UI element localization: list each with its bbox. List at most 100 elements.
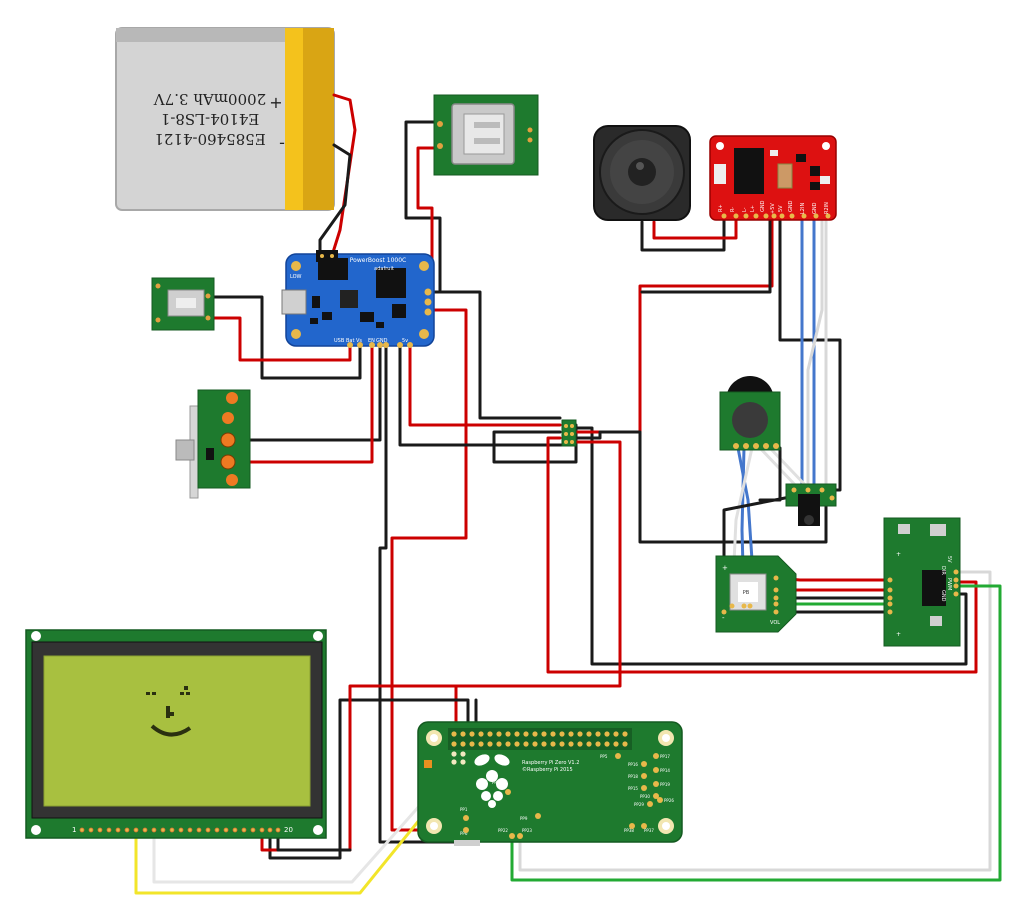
audio-breakout-label-minus: - [722, 614, 725, 622]
speaker-black-wire[interactable] [640, 216, 726, 252]
microusb-red-wire[interactable] [210, 316, 352, 362]
powerboost-bottom-pins [347, 342, 413, 348]
usba-black-wire[interactable] [404, 120, 442, 292]
lipo-battery[interactable]: E585460-4121 E4104-LS8-1 2000mAh 3.7V + … [115, 27, 335, 211]
powerboost-brand: adafruit [374, 266, 394, 272]
hbridge-pin-dir: DIR [940, 566, 946, 575]
pi-tp-pp16: PP16 [628, 762, 638, 767]
h-bridge-board[interactable]: 5V DIR PWM GND + + [883, 517, 961, 647]
junction-black-wire-2[interactable] [574, 426, 968, 666]
battery-minus-label: - [279, 133, 285, 152]
battery-connector [316, 250, 338, 262]
battery-black-wire[interactable] [318, 143, 352, 264]
pi-tp-pp40: PP40 [492, 780, 502, 785]
pot-white-wire-3[interactable] [768, 446, 810, 490]
lcd-yellow-wire[interactable] [134, 758, 470, 895]
amp-blue-wire-1[interactable] [792, 216, 804, 490]
switch-red-wire[interactable] [226, 343, 374, 464]
junction-black-wire-3[interactable] [574, 430, 828, 544]
battery-plus-label: + [269, 93, 282, 112]
powerboost-label-5v: 5v [402, 338, 408, 344]
pi-copyright: ©Raspberry Pi 2015 [522, 766, 573, 773]
hbridge-green-wire[interactable] [510, 584, 1002, 882]
amp-pin-gnd1: GND [760, 200, 766, 212]
lcd-display[interactable]: 1 20 [25, 629, 327, 839]
amp-white-wire-1[interactable] [806, 216, 824, 490]
amp-pin-r-minus: R- [730, 207, 736, 212]
pi-tp-pp1: PP1 [460, 807, 468, 812]
pb-out-black-wire[interactable] [426, 290, 562, 420]
hbridge-white-wire[interactable] [518, 570, 992, 872]
lcd-pin-end-label: 20 [284, 826, 293, 834]
junction-red-wire-3[interactable] [454, 440, 622, 732]
amp-pin-gnd3: GND [812, 202, 818, 214]
pi-title: Raspberry Pi Zero V1.2 [522, 760, 579, 766]
junction-header[interactable] [561, 419, 577, 447]
powerboost-right-pins [424, 288, 432, 316]
hbridge-pin-pwm: PWM [946, 578, 952, 590]
powerboost-label-en: EN [368, 338, 375, 344]
potentiometer[interactable] [719, 376, 781, 451]
junction-black-wire-1[interactable] [492, 423, 578, 464]
lcd-pin-header [79, 827, 281, 833]
amp-pin-l2in: L2IN [800, 203, 806, 214]
audio-breakout-label-plus: + [722, 564, 728, 572]
microusb-black-wire[interactable] [210, 295, 362, 380]
switch-black-wire[interactable] [226, 343, 382, 442]
audio-jack[interactable] [785, 483, 837, 526]
amp-pin-5v-plus: +5V [770, 203, 776, 214]
powerboost-title: PowerBoost 1000C [350, 257, 406, 264]
svg-text:+: + [896, 551, 901, 558]
usba-red-wire[interactable] [416, 146, 442, 302]
pb-5v-red-wire[interactable] [408, 343, 562, 427]
audio-breakout-board[interactable]: PB + - VOL [715, 555, 797, 633]
pi-tp-pp22: PP22 [498, 828, 508, 833]
pi-tp-pp23: PP23 [522, 828, 532, 833]
pi-tp-pp26: PP26 [664, 798, 674, 803]
audio-breakout-label-pb: PB [743, 590, 750, 596]
pb-gnd2-black-wire[interactable] [378, 343, 464, 844]
powerboost-1000c[interactable]: PowerBoost 1000C adafruit LOW USB Bat Vs… [281, 250, 435, 348]
amp-pin-gnd2: GND [788, 200, 794, 212]
powerboost-label-bat: Bat [346, 338, 354, 344]
pi-tp-pp6: PP6 [460, 831, 468, 836]
audio-breakout-label-vol: VOL [770, 620, 780, 626]
slide-switch[interactable] [175, 389, 251, 499]
amp-pin-r2in: R2IN [824, 202, 830, 214]
wires [134, 93, 1002, 895]
pi-tp-pp17: PP17 [660, 754, 670, 759]
pi-tp-pp29: PP29 [634, 802, 644, 807]
battery-red-wire[interactable] [328, 93, 357, 264]
powerboost-label-low: LOW [290, 274, 302, 280]
speaker-red-wire[interactable] [652, 216, 738, 240]
lcd-white-wire[interactable] [152, 758, 462, 884]
amp-pin-labels: R+ R- L- L+ GND +5V 5V GND L2IN GND R2IN [718, 200, 830, 214]
amplifier-board[interactable]: R+ R- L- L+ GND +5V 5V GND L2IN GND R2IN [709, 135, 837, 221]
pi-gpio-header [448, 728, 632, 765]
powerboost-label-gnd: GND [376, 338, 388, 344]
pb-out-red-wire[interactable] [390, 308, 468, 832]
pi-tp-pp14: PP14 [660, 768, 670, 773]
junction-red-wire-1[interactable] [546, 436, 978, 674]
amp-pin-5v: 5V [778, 205, 784, 212]
pi-tp-pp15: PP15 [628, 786, 638, 791]
amp-pin-r-plus: R+ [718, 204, 724, 212]
lcd-black-wire-1[interactable] [268, 698, 470, 860]
amp-bottom-pins [721, 213, 831, 219]
battery-label-line3: 2000mAh 3.7V [153, 90, 267, 108]
battery-label-line2: E4104-LS8-1 [161, 110, 260, 128]
amp-gnd2-black-wire[interactable] [640, 218, 772, 294]
raspberry-pi-zero[interactable]: Raspberry Pi Zero V1.2 ©Raspberry Pi 201… [417, 721, 683, 846]
usb-a-breakout[interactable] [433, 94, 539, 176]
micro-usb-breakout[interactable] [151, 277, 215, 331]
pi-tp-pp19: PP19 [660, 782, 670, 787]
battery-label-line1: E585460-4121 [154, 130, 265, 148]
pi-tp-pp18: PP18 [628, 774, 638, 779]
lcd-smiley-face [146, 686, 192, 737]
speaker[interactable] [593, 125, 691, 221]
amp-pin-l-plus: L+ [750, 205, 756, 212]
pi-tp-pp5: PP5 [600, 754, 608, 759]
pb-gnd-black-wire[interactable] [398, 343, 570, 447]
pi-test-points: PP1 PP6 PP22 PP23 PP9 PP40 PP5 PP16 PP17… [460, 753, 674, 839]
